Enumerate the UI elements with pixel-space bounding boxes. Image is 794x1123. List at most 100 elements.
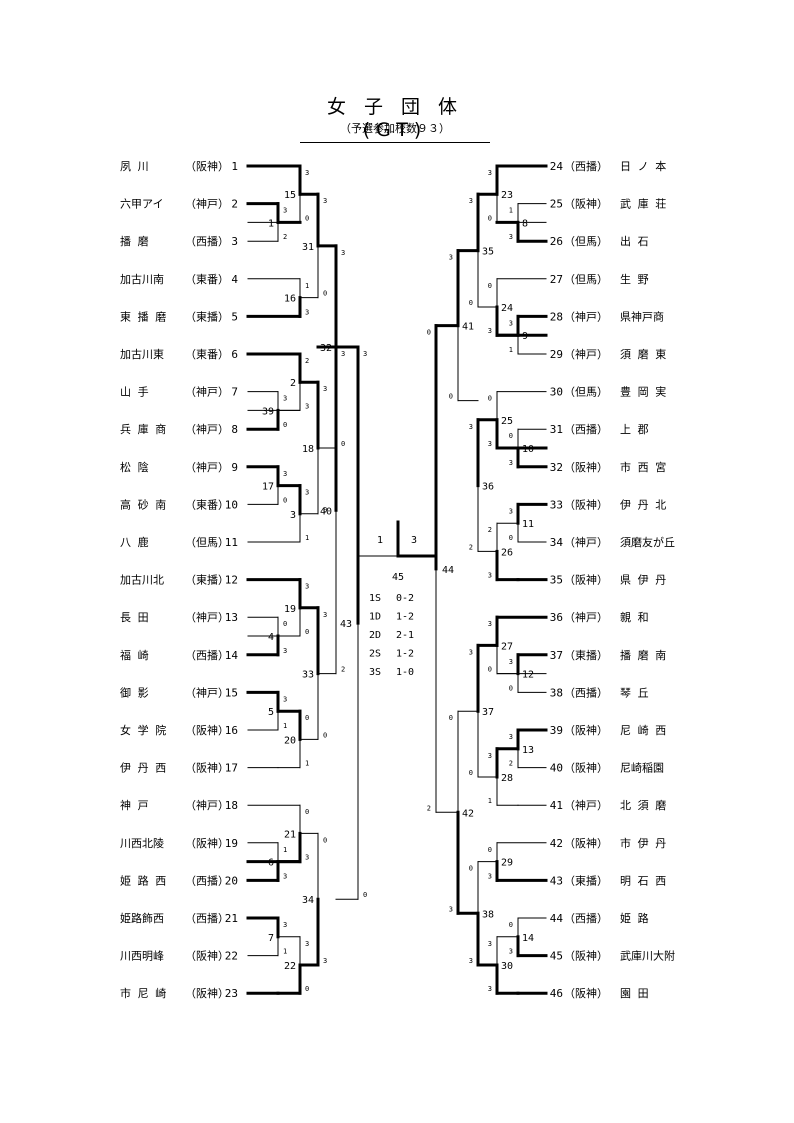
team-seed: 33: [550, 498, 563, 511]
team-seed: 6: [231, 348, 238, 361]
team-name: 明 石 西: [620, 874, 666, 887]
match-score: 3: [509, 319, 513, 327]
match-score: 0: [488, 282, 492, 290]
team-seed: 1: [231, 160, 238, 173]
match-score: 3: [305, 308, 309, 316]
match-score: 3: [488, 752, 492, 760]
match-score: 3: [469, 197, 473, 205]
match-number: 14: [522, 933, 534, 944]
match-score: 3: [488, 440, 492, 448]
match-score: 3: [341, 249, 345, 257]
match-number: 25: [501, 416, 513, 427]
team-region: （阪神）: [564, 723, 608, 737]
team-name: 生 野: [620, 272, 649, 286]
team-name: 東 播 磨: [120, 309, 166, 323]
team-seed: 13: [225, 611, 238, 624]
final-detail-label: 1S: [369, 593, 381, 604]
team-name: 親 和: [620, 611, 649, 624]
team-name: 上 郡: [620, 423, 649, 436]
match-score: 1: [509, 207, 513, 215]
team-region: （神戸）: [185, 610, 229, 624]
team-region: （神戸）: [564, 347, 608, 361]
team-region: （神戸）: [564, 535, 608, 549]
match-number: 1: [268, 218, 274, 229]
match-score: 0: [469, 865, 473, 873]
match-score: 3: [488, 985, 492, 993]
team-name: 県神戸商: [620, 309, 664, 323]
team-region: （西播）: [564, 911, 608, 925]
team-name: 伊 丹 西: [120, 762, 166, 775]
team-region: （西播）: [185, 234, 229, 248]
team-seed: 24: [550, 160, 564, 173]
team-name: 姫 路 西: [120, 873, 166, 887]
match-number: 29: [501, 858, 513, 869]
final-detail-score: 1-2: [396, 612, 414, 623]
team-name: 出 石: [620, 234, 649, 248]
team-name: 武庫川大附: [620, 949, 675, 963]
final-score-left: 1: [377, 535, 383, 546]
match-score: 0: [283, 496, 287, 504]
match-score: 0: [305, 628, 309, 636]
team-region: （阪神）: [185, 949, 229, 963]
team-region: （但馬）: [564, 235, 608, 248]
match-score: 3: [305, 583, 309, 591]
team-seed: 8: [231, 423, 238, 436]
match-score: 3: [305, 489, 309, 497]
match-score: 1: [305, 282, 309, 290]
match-score: 2: [509, 760, 513, 768]
team-name: 伊 丹 北: [620, 498, 666, 511]
team-seed: 46: [550, 987, 563, 1000]
team-region: （神戸）: [564, 798, 608, 812]
team-name: 八 鹿: [120, 535, 149, 549]
team-name: 豊 岡 実: [620, 385, 666, 399]
team-region: （阪神）: [564, 197, 608, 211]
match-score: 1: [488, 797, 492, 805]
match-score: 3: [323, 385, 327, 393]
team-region: （但馬）: [564, 386, 608, 399]
team-region: （東番）: [185, 498, 229, 511]
team-region: （神戸）: [564, 309, 608, 323]
team-region: （阪神）: [185, 723, 229, 737]
team-name: 山 手: [120, 385, 149, 399]
team-seed: 27: [550, 273, 563, 286]
team-region: （阪神）: [564, 986, 608, 1000]
team-name: 北 須 磨: [620, 799, 666, 812]
team-seed: 35: [550, 574, 563, 587]
match-score: 2: [469, 543, 473, 551]
match-score: 3: [449, 254, 453, 262]
match-score: 0: [469, 769, 473, 777]
team-region: （東番）: [185, 273, 229, 286]
match-number: 35: [482, 247, 494, 258]
match-score: 3: [283, 647, 287, 655]
team-region: （神戸）: [185, 798, 229, 812]
team-seed: 38: [550, 686, 563, 699]
team-name: 須 磨 東: [620, 348, 666, 361]
match-score: 3: [305, 940, 309, 948]
match-score: 0: [341, 440, 345, 448]
match-score: 3: [488, 572, 492, 580]
match-number: 27: [501, 641, 513, 652]
match-score: 0: [363, 891, 367, 899]
match-score: 0: [305, 985, 309, 993]
team-name: 御 影: [120, 685, 149, 699]
match-score: 0: [283, 421, 287, 429]
team-region: （東播）: [564, 648, 608, 662]
team-region: （阪神）: [564, 836, 608, 850]
match-number: 5: [268, 707, 274, 718]
match-score: 0: [488, 395, 492, 403]
match-number: 2: [290, 378, 296, 389]
match-score: 0: [449, 714, 453, 722]
team-region: （阪神）: [564, 497, 608, 511]
match-score: 3: [323, 611, 327, 619]
team-seed: 12: [225, 574, 238, 587]
team-region: （西播）: [185, 873, 229, 887]
match-score: 0: [305, 808, 309, 816]
team-region: （但馬）: [185, 536, 229, 549]
final-detail-score: 1-0: [396, 667, 414, 678]
team-name: 須磨友が丘: [620, 535, 675, 549]
match-score: 0: [427, 329, 431, 337]
match-number: 19: [284, 604, 296, 615]
team-seed: 10: [225, 498, 238, 511]
team-name: 兵 庫 商: [120, 422, 166, 436]
team-seed: 17: [225, 762, 238, 775]
